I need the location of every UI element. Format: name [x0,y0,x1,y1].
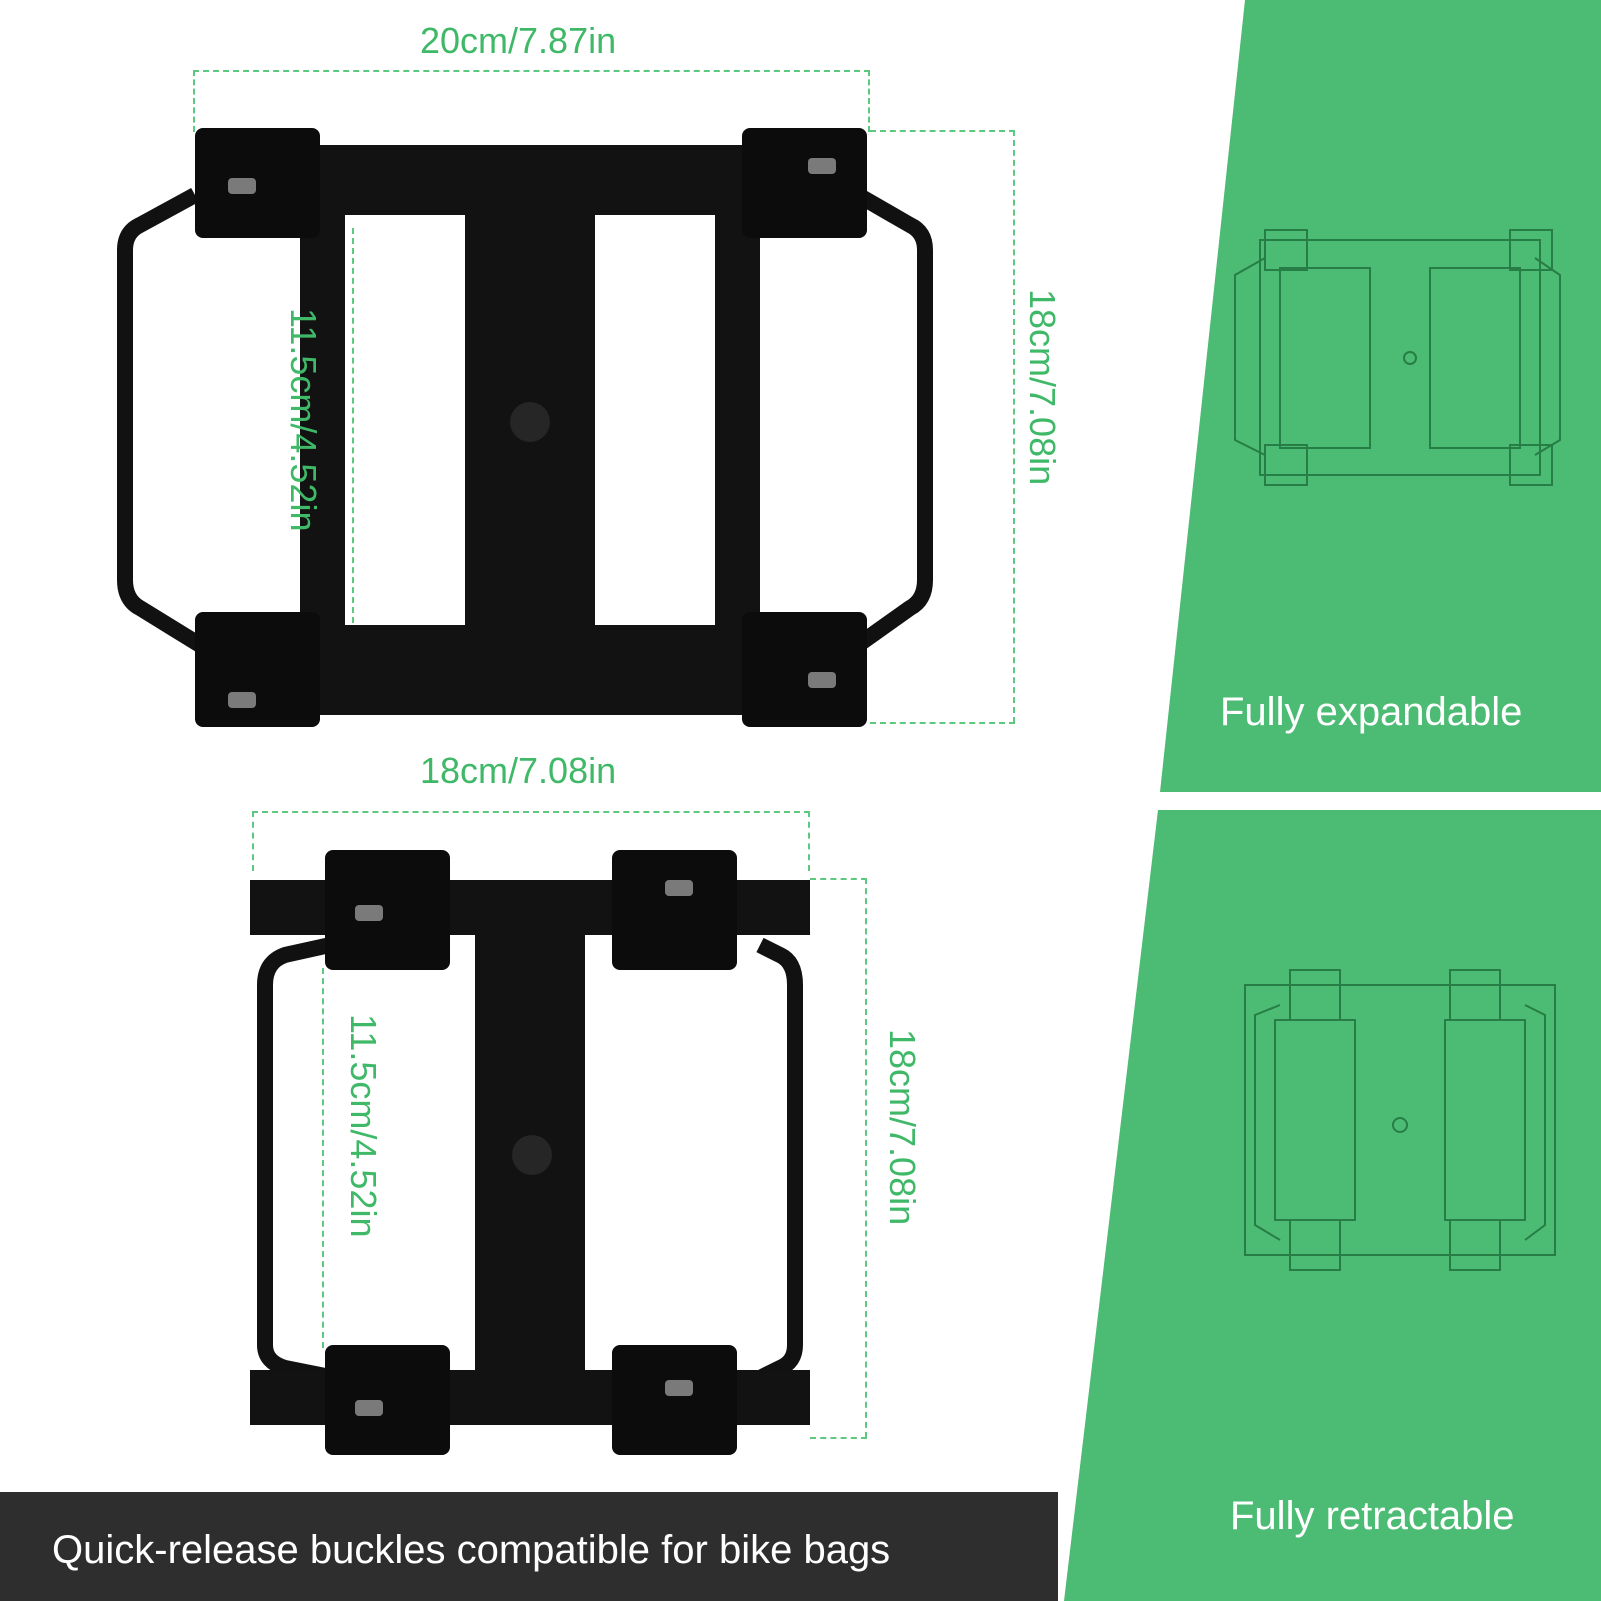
top-inner-height-label: 11.5cm/4.52in [283,308,324,532]
retracted-rack-diagram [1244,969,1556,1271]
bottom-center-knob [512,1135,552,1175]
bottom-inner-height-dim-line [322,968,324,1348]
banner-text: Quick-release buckles compatible for bik… [52,1528,891,1572]
bottom-right-handle [756,937,803,1386]
bottom-outer-height-dim-tick-top [810,878,867,880]
bottom-inner-height-label: 11.5cm/4.52in [343,1014,384,1238]
expanded-rack-diagram [1234,229,1561,486]
top-inner-height-dim-line [352,228,354,623]
bottom-buckle-br [612,1345,737,1455]
bottom-buckle-tl [325,850,450,970]
top-buckle-tr [742,128,867,238]
top-buckle-tl [195,128,320,238]
top-buckle-br [742,612,867,727]
bottom-left-handle [257,937,337,1386]
bottom-buckle-tr [612,850,737,970]
top-width-label: 20cm/7.87in [420,20,617,61]
bottom-outer-height-label: 18cm/7.08in [882,1029,923,1226]
top-outer-height-label: 18cm/7.08in [1022,289,1063,486]
expanded-panel-bg [1160,0,1601,792]
expanded-caption: Fully expandable [1220,690,1523,734]
bottom-width-dim-line [252,811,810,813]
bottom-banner [0,1492,1058,1601]
top-width-dim-line [193,70,870,72]
top-outer-height-dim-tick-top [870,130,1015,132]
top-center-knob [510,402,550,442]
bottom-outer-height-dim-tick-bottom [810,1437,867,1439]
top-outer-height-dim-line [1013,130,1015,723]
bottom-width-label: 18cm/7.08in [420,750,617,791]
top-left-handle [117,187,205,652]
top-width-dim-tick-right [868,70,870,132]
top-outer-height-dim-tick-bottom [870,722,1015,724]
top-right-handle [853,188,933,652]
bottom-width-dim-tick-left [252,811,254,871]
bottom-width-dim-tick-right [808,811,810,871]
retracted-caption: Fully retractable [1230,1494,1515,1538]
top-width-dim-tick-left [193,70,195,132]
retracted-panel-bg [1064,810,1601,1601]
bottom-outer-height-dim-line [865,878,867,1438]
bottom-buckle-bl [325,1345,450,1455]
top-buckle-bl [195,612,320,727]
